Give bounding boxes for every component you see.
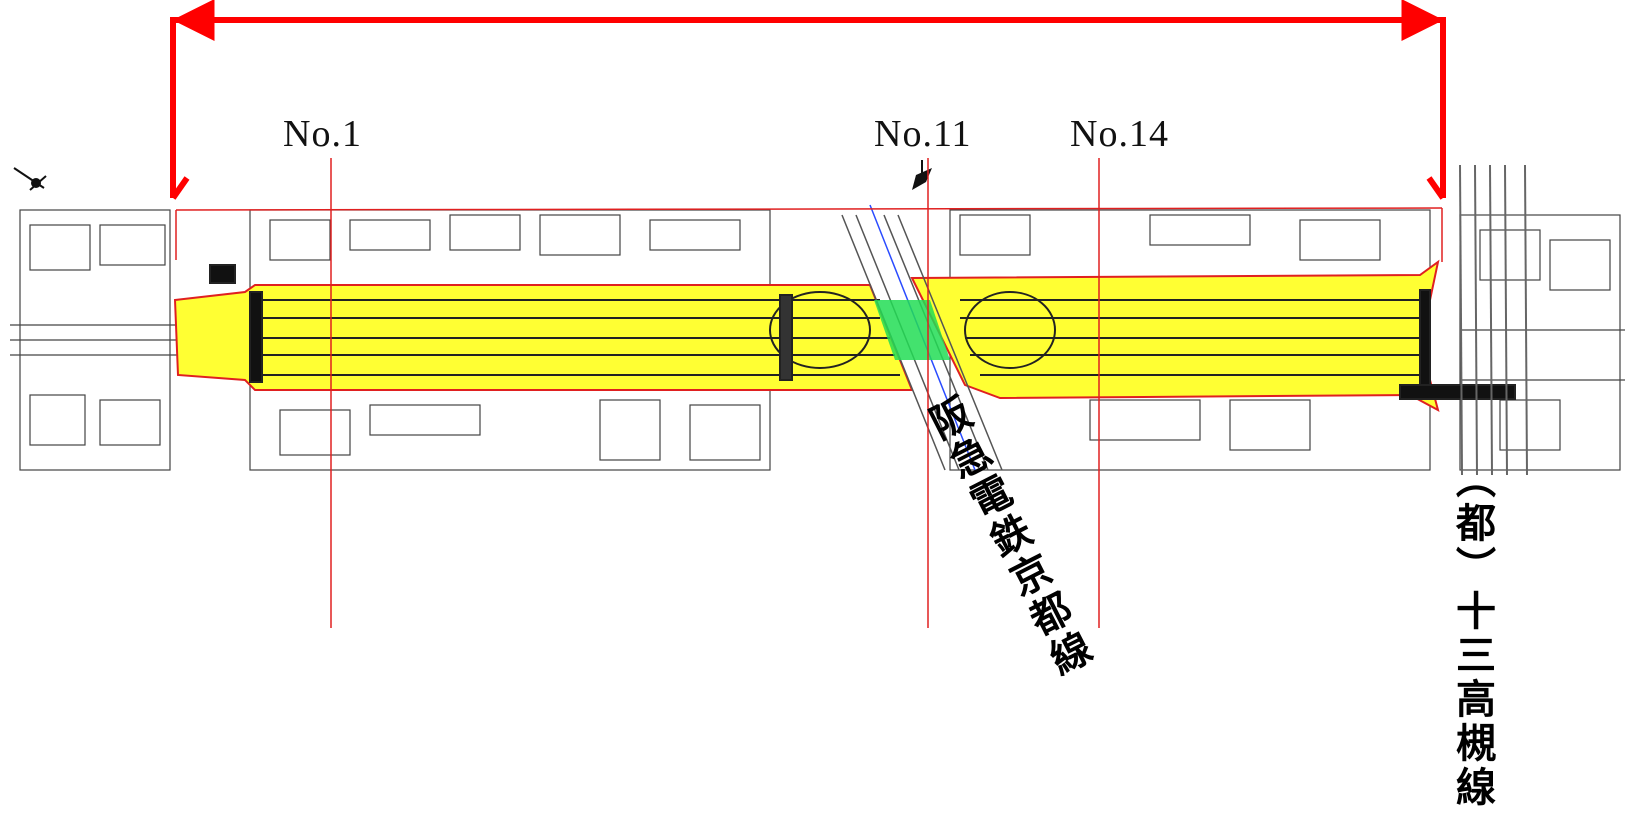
boundary-line xyxy=(175,207,1443,262)
road-name-label: （都）十三高槻線 xyxy=(1449,458,1495,810)
station-label-no14: No.14 xyxy=(1070,113,1169,155)
station-reference-lines xyxy=(330,158,1100,628)
north-arrow-icon xyxy=(13,167,47,191)
extent-dimension-arrow xyxy=(170,0,1446,200)
cross-road xyxy=(1459,164,1528,476)
construction-area xyxy=(173,259,1440,412)
station-label-no11: No.11 xyxy=(874,113,972,155)
roadway-lines xyxy=(209,264,1516,400)
direction-flag-icon xyxy=(912,160,932,190)
station-label-no1: No.1 xyxy=(283,113,362,155)
